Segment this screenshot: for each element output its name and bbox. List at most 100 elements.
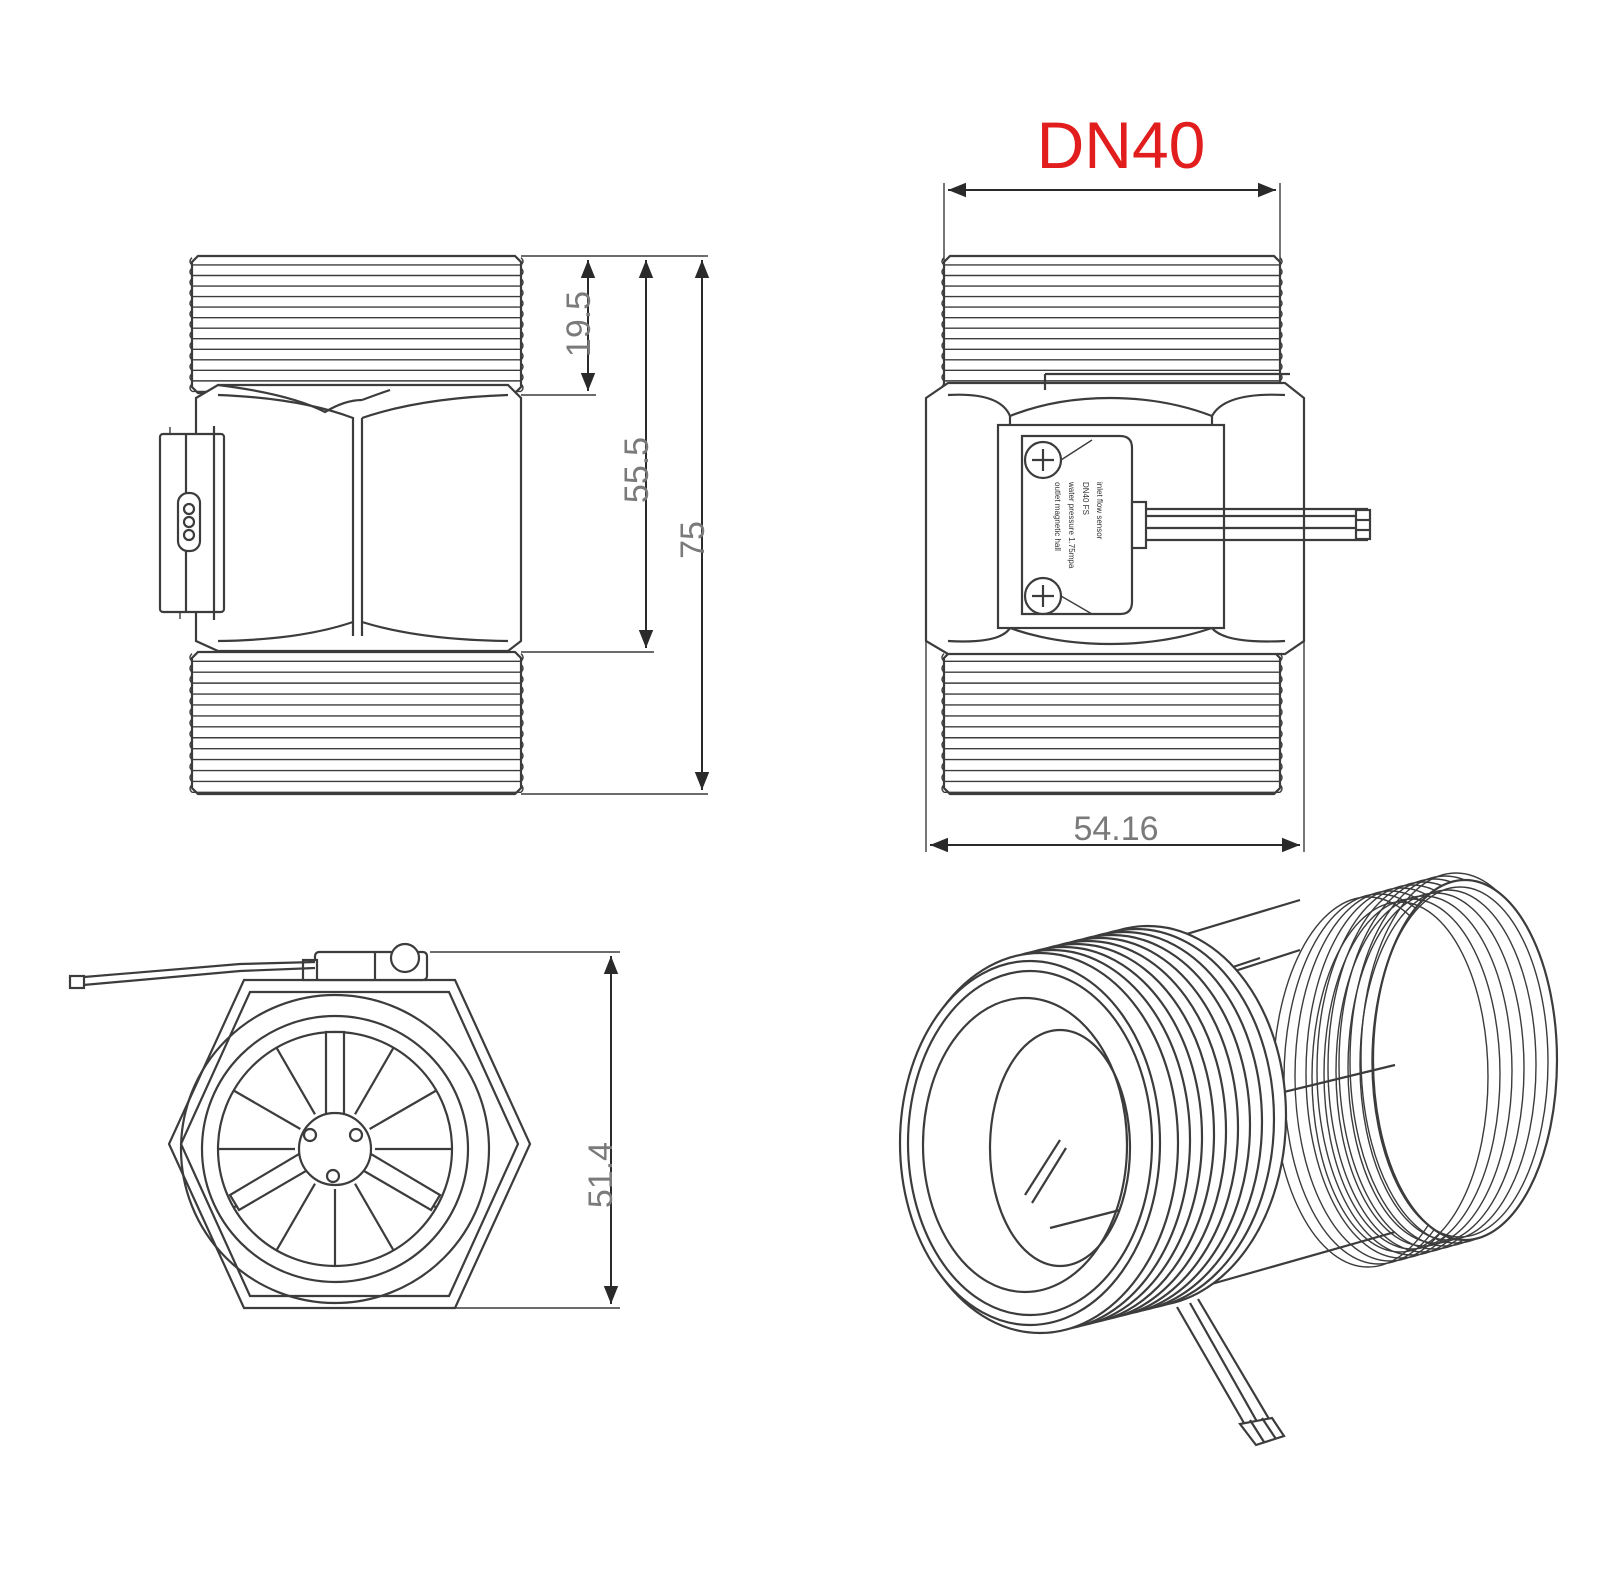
thread-ridge: [189, 784, 193, 793]
end-connector: [68, 942, 429, 990]
side-hex-body: [194, 383, 523, 653]
cable-wires: [1146, 507, 1372, 542]
thread-outline: [190, 254, 523, 395]
thread-ridge: [941, 718, 945, 728]
thread-ridge: [520, 685, 524, 695]
impeller-blade: [275, 1183, 316, 1251]
thread-ridge: [941, 341, 945, 350]
front-top-thread: [941, 254, 1283, 395]
end-height-label: 51.4: [582, 1142, 620, 1208]
thread-ridge: [189, 330, 193, 340]
thread-ridge: [520, 784, 524, 793]
end-dimensions: 51.4: [430, 951, 620, 1309]
thread-ridge: [941, 320, 945, 329]
thread-ridge: [189, 674, 193, 684]
thread-ridge: [1279, 278, 1283, 287]
thread-ridge: [520, 718, 524, 728]
thread-ridge: [941, 267, 945, 277]
thread-ridge: [520, 341, 524, 350]
thread-ridge: [520, 362, 524, 371]
thread-ridge: [941, 773, 945, 782]
thread-ridge: [189, 257, 193, 266]
thread-ridge: [520, 330, 524, 340]
thread-ridge: [520, 773, 524, 782]
thread-ridge: [941, 696, 945, 706]
hex-width-label: 54.16: [1073, 810, 1158, 848]
thread-ridge: [1279, 729, 1283, 739]
thread-ridge: [941, 664, 945, 673]
thread-ridge: [520, 751, 524, 761]
thread-ridge: [189, 696, 193, 706]
label-line-2: water pressure 1.75mpa: [1067, 481, 1076, 569]
iso-thread-ring: [1311, 901, 1489, 1253]
thread-ridge: [189, 362, 193, 371]
thread-ridge: [189, 729, 193, 739]
end-view: 51.4: [68, 942, 620, 1310]
thread-ridge: [1279, 309, 1283, 319]
thread-ridge: [520, 351, 524, 361]
thread-ridge: [520, 267, 524, 277]
thread-ridge: [189, 288, 193, 298]
thread-ridge: [1279, 674, 1283, 684]
impeller-blade: [369, 1089, 437, 1130]
thread-ridge: [941, 309, 945, 319]
thread-ridge: [520, 372, 524, 382]
thread-ridge: [520, 383, 524, 392]
thread-ridge: [520, 740, 524, 750]
thread-ridge: [1279, 718, 1283, 728]
thread-ridge: [941, 372, 945, 382]
thread-ridge: [1279, 362, 1283, 371]
thread-ridge: [520, 729, 524, 739]
side-bottom-thread: [189, 650, 524, 796]
thread-ridge: [1279, 288, 1283, 298]
thread-ridge: [189, 762, 193, 772]
thread-ridge: [941, 653, 945, 662]
impeller-blade: [354, 1047, 395, 1115]
thread-ridge: [189, 278, 193, 287]
front-bottom-thread: [941, 650, 1283, 796]
thread-ridge: [941, 751, 945, 761]
side-dimensions: 19.5 55.5 75: [521, 255, 712, 795]
thread-ridge: [1279, 351, 1283, 361]
thread-ridge: [520, 288, 524, 298]
thread-ridge: [941, 330, 945, 340]
thread-ridge: [189, 664, 193, 673]
thread-ridge: [1279, 784, 1283, 793]
impeller-blade: [275, 1047, 316, 1115]
thread-ridge: [941, 729, 945, 739]
impeller-blade: [233, 1089, 301, 1130]
thread-ridge: [189, 383, 193, 392]
thread-ridge: [189, 751, 193, 761]
thread-ridge: [1279, 696, 1283, 706]
thread-ridge: [520, 309, 524, 319]
isometric-view: [898, 872, 1559, 1447]
thread-ridge: [520, 653, 524, 662]
label-line-3: DN40 FS: [1081, 482, 1090, 515]
sensor-plate: outlet magnetic hall water pressure 1.75…: [996, 423, 1372, 630]
thread-ridge: [189, 341, 193, 350]
thread-ridge: [941, 288, 945, 298]
size-title: DN40: [1037, 108, 1206, 182]
thread-ridge: [189, 740, 193, 750]
body-length-label: 55.5: [618, 437, 656, 503]
thread-ridge: [189, 320, 193, 329]
thread-ridge: [1279, 299, 1283, 308]
impeller-blade: [354, 1183, 395, 1251]
thread-ridge: [941, 362, 945, 371]
label-line-1: outlet magnetic hall: [1053, 482, 1062, 551]
thread-ridge: [520, 257, 524, 266]
thread-ridge: [189, 718, 193, 728]
thread-ridge: [189, 707, 193, 717]
iso-thread-ring: [1323, 898, 1501, 1250]
side-view: 19.5 55.5 75: [158, 254, 712, 796]
thread-ridge: [1279, 762, 1283, 772]
thread-ridge: [941, 740, 945, 750]
thread-ridge: [520, 664, 524, 673]
thread-ridge: [520, 674, 524, 684]
iso-back-end: [1371, 878, 1559, 1242]
thread-ridge: [520, 299, 524, 308]
label-line-4: inlet flow sensor: [1095, 482, 1104, 540]
thread-ridge: [1279, 267, 1283, 277]
thread-length-label: 19.5: [560, 291, 598, 357]
thread-ridge: [1279, 773, 1283, 782]
